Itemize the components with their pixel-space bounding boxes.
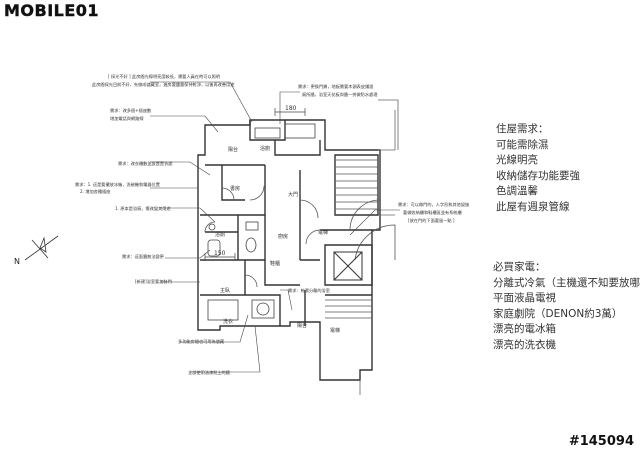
note3-line2: 增加電話與網路線 [110, 115, 144, 122]
room-balcony2: 陽台 [297, 322, 307, 329]
appliance-list: 必買家電： 分離式冷氣（主機還不知要放哪裡） 平面液晶電視 家庭劇院（DENON… [493, 260, 640, 354]
note2-line1: 需求：更換門鎖，地板需要木頭表皮鋪設 [298, 83, 374, 90]
appliances-title: 必買家電： [493, 261, 546, 273]
note5-line1: 需求：1. 這是要擺放冰箱，洗碗機和電器位置 [75, 181, 160, 188]
requirement-item: 此屋有週泉管線 [496, 200, 570, 213]
requirements-title: 住屋需求： [496, 123, 549, 135]
housing-requirements: 住屋需求： 可能需除濕 光線明亮 收納儲存功能要強 色調溫馨 此屋有週泉管線 [496, 122, 580, 216]
room-elev: 電梯 [330, 327, 340, 334]
room-sink: 洗衣 [223, 318, 233, 325]
image-id-watermark: #145094 [568, 434, 634, 449]
note3-line1: 需求：改多個+插座數 [110, 107, 152, 114]
appliance-item: 家庭劇院（DENON約3萬） [493, 307, 623, 320]
north-arrow-icon [24, 235, 59, 261]
note12-line3: [放在門的下面要留一點 ] [408, 217, 455, 224]
note4-line1: 需求：改衣櫃數並設置置衣處 [118, 160, 173, 167]
requirement-item: 光線明亮 [496, 154, 538, 167]
room-study: 書房 [230, 185, 240, 192]
mobile01-logo: MOBILE01 [4, 1, 99, 20]
requirement-item: 色調溫馨 [496, 185, 538, 198]
note12-line2: 要做收納櫃和鞋櫃區並有系統櫃 [403, 209, 462, 216]
note8-line1: [新建]浴室要加裝門 [135, 278, 172, 285]
note2-line2: 廁所牆，浴室天花板與牆一併做防水處理 [302, 91, 378, 98]
note7-line1: 需求：這面牆無法變更 [122, 253, 165, 260]
room-shoe: 鞋櫃 [270, 260, 280, 267]
room-bath1: 浴廁 [260, 145, 270, 152]
note6-line1: 1. 原本是浴廁，需改變其用途 [115, 205, 171, 212]
appliance-item: 漂亮的洗衣機 [493, 338, 556, 351]
note5-line2: 2. 增加各種插座 [80, 188, 110, 195]
requirement-item: 可能需除濕 [496, 138, 549, 151]
note12-line1: 需求：可以做門的，人字形和其他設施 [398, 201, 470, 208]
room-balcony: 陽台 [228, 146, 238, 153]
logo-text: MOBILE01 [4, 1, 100, 20]
room-stairs: 電梯 [318, 229, 328, 236]
dim-top: 180 [285, 105, 297, 112]
dim-bottom: 150 [214, 250, 226, 257]
note1-line1: [ 採光不好 ] 此房間光線明亮度較低，需要人員在時可以照明 [108, 73, 220, 80]
note13-line1: 多功能房間也可用為儲藏 [178, 338, 225, 345]
appliance-item: 分離式冷氣（主機還不知要放哪裡） [493, 276, 640, 289]
appliance-item: 平面液晶電視 [493, 292, 556, 305]
compass-north-label: N [14, 257, 20, 266]
appliance-item: 漂亮的電冰箱 [493, 323, 556, 336]
room-bath2: 浴廁 [215, 231, 225, 238]
note1-line2: 此房間採光目前不好，先做成儲藏室，進房要儘量保持乾淨，以後再改善用途 [92, 81, 235, 88]
requirement-item: 收納儲存功能要強 [496, 169, 580, 182]
room-kitchen: 廚房 [278, 233, 288, 240]
note9-line1: 需求：乾濕分離的浴室 [288, 287, 330, 294]
room-entry: 大門 [288, 191, 298, 198]
note14-line1: 全部使用油漆批土的牆 [188, 369, 231, 376]
room-main: 主臥 [220, 287, 230, 294]
